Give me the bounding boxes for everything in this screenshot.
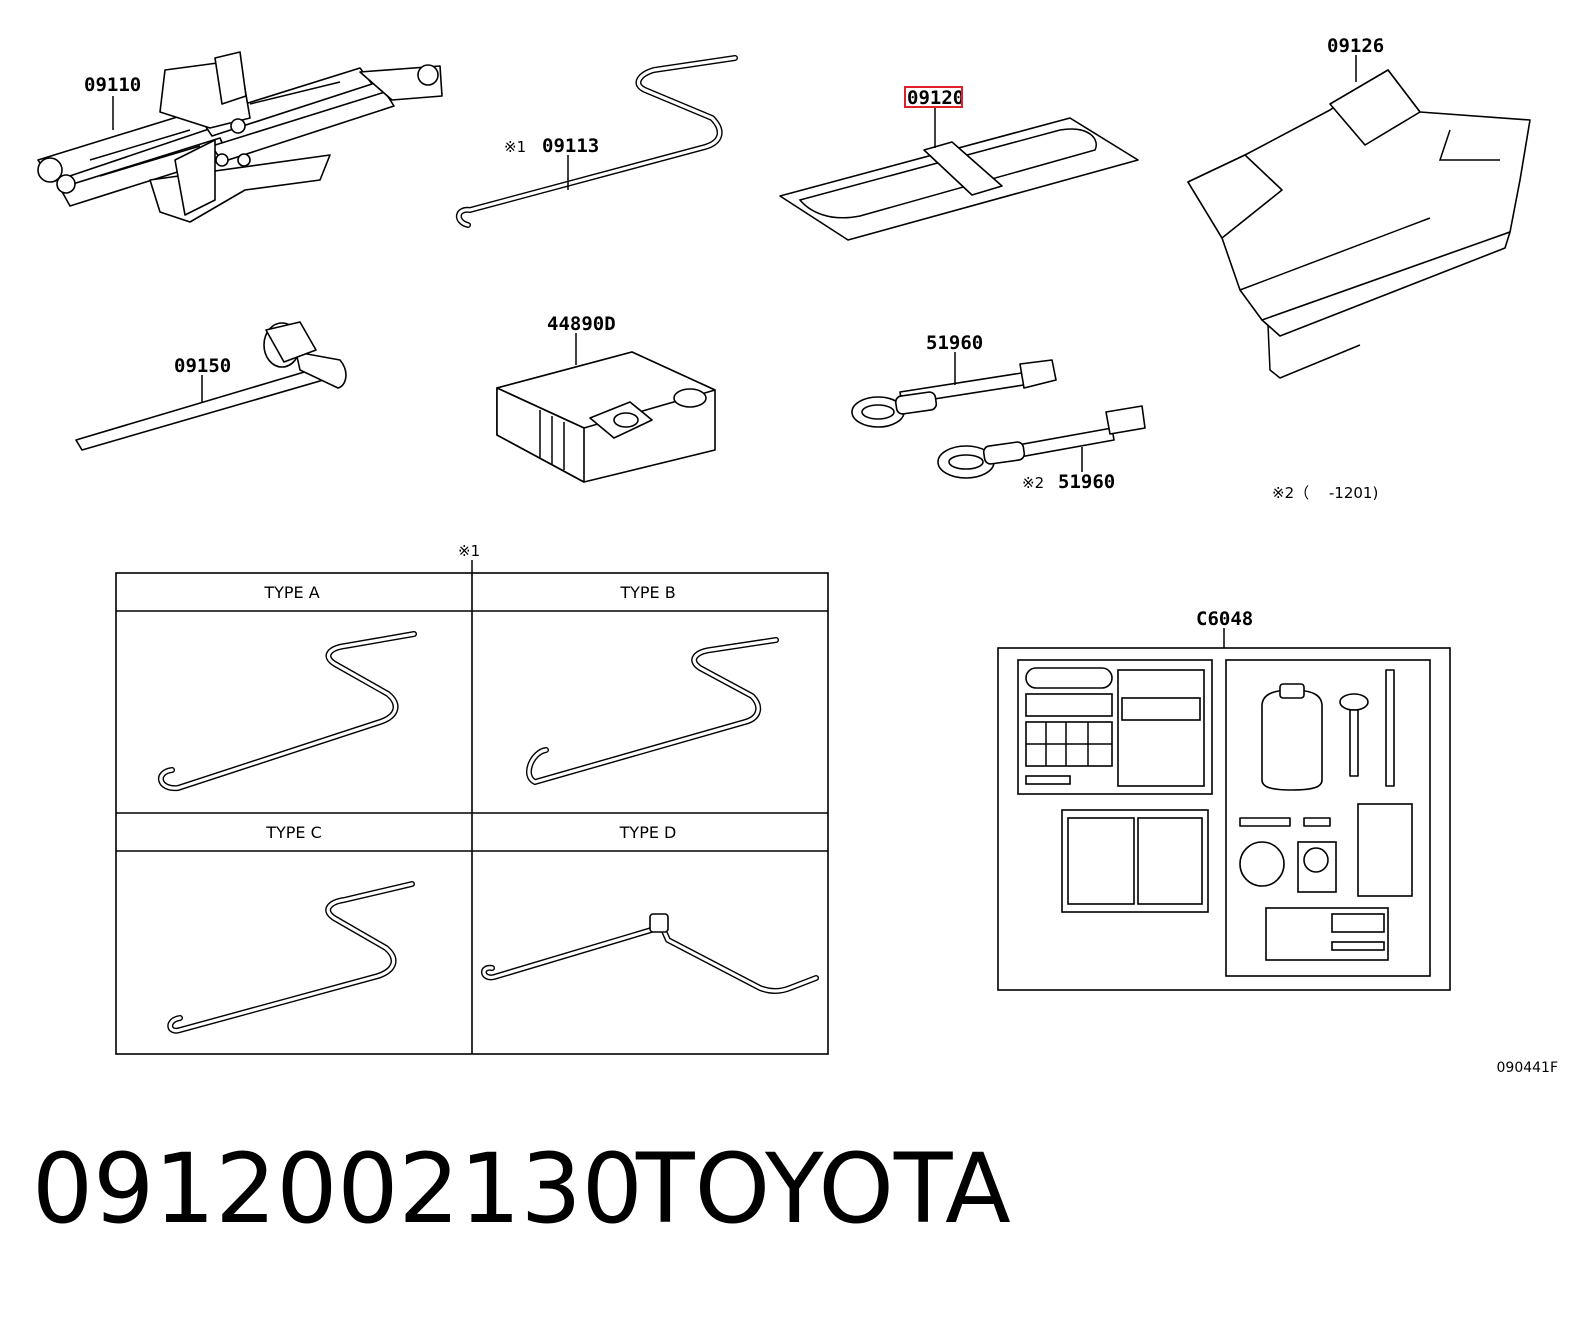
mark-1-handle: ※1	[504, 138, 526, 156]
label-09120: 09120	[907, 87, 964, 109]
label-09110: 09110	[84, 74, 141, 96]
type-c-header: TYPE C	[265, 823, 322, 842]
part-number: 0912002130	[32, 1133, 643, 1245]
highlight-box	[904, 86, 963, 108]
label-44890D: 44890D	[547, 313, 616, 335]
type-b-handle-drawing	[526, 637, 779, 785]
type-c-handle-drawing	[167, 881, 415, 1034]
tool-bag-drawing	[779, 117, 1139, 241]
type-d-handle-drawing	[481, 913, 819, 994]
type-a-header: TYPE A	[263, 583, 319, 602]
tire-inflator-drawing	[496, 351, 716, 483]
jack-handle-drawing	[455, 55, 738, 228]
repair-kit-drawing	[997, 647, 1451, 991]
label-09150: 09150	[174, 355, 231, 377]
label-C6048: C6048	[1196, 608, 1253, 630]
label-51960-top: 51960	[926, 332, 983, 354]
handle-type-table	[115, 572, 829, 1055]
towing-hook-drawing-2	[937, 405, 1146, 479]
diagram-code: 090441F	[1497, 1060, 1559, 1076]
wheel-nut-wrench-drawing	[75, 321, 347, 451]
mark-2-note: ※2（ -1201)	[1272, 484, 1378, 502]
brand-name: TOYOTA	[635, 1133, 1011, 1245]
table-mark-1: ※1	[458, 542, 480, 560]
towing-hook-drawing-1	[851, 359, 1057, 428]
type-d-header: TYPE D	[619, 823, 677, 842]
label-09126: 09126	[1327, 35, 1384, 57]
tool-tray-drawing	[1187, 69, 1531, 379]
label-51960-bottom: 51960	[1058, 471, 1115, 493]
scissor-jack-drawing	[37, 51, 443, 223]
type-a-handle-drawing	[158, 631, 417, 792]
type-b-header: TYPE B	[619, 583, 675, 602]
mark-2-hook: ※2	[1022, 474, 1044, 492]
label-09113: 09113	[542, 135, 599, 157]
